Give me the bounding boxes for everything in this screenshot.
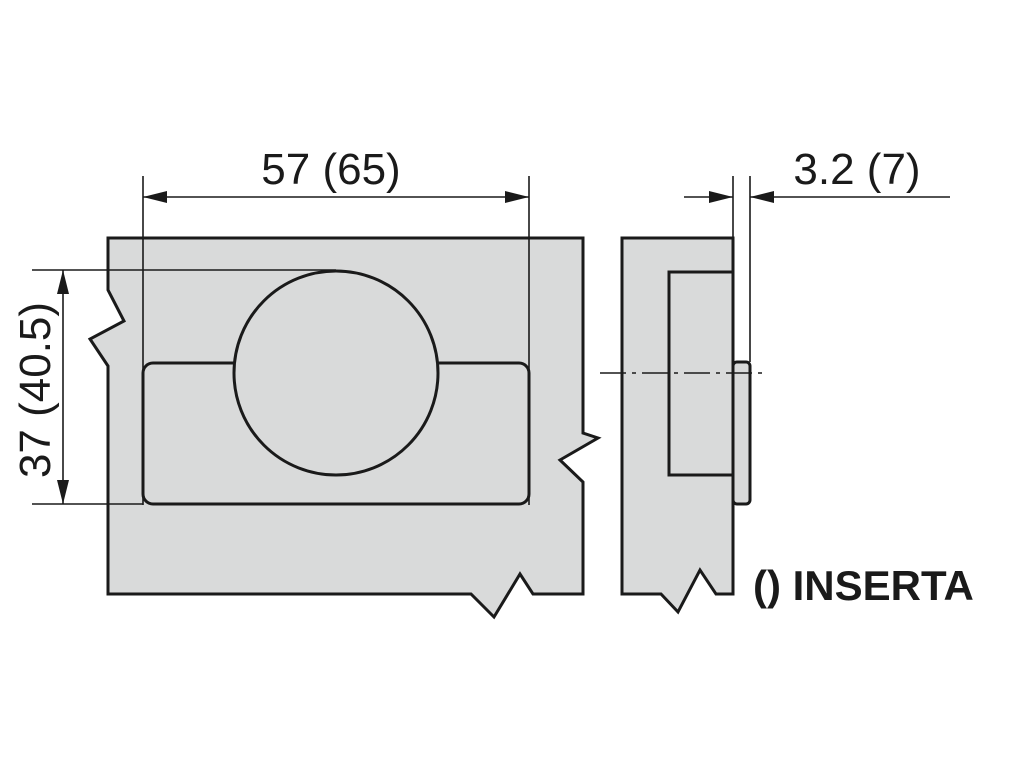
width-arrow-left: [143, 191, 167, 203]
cup-flange: [731, 360, 752, 506]
offset-dimension-label: 3.2 (7): [793, 145, 920, 194]
width-arrow-right: [505, 191, 529, 203]
front-view: [87, 236, 602, 620]
offset-arrow-right: [750, 191, 774, 203]
depth-dimension-label: 37 (40.5): [11, 302, 60, 478]
width-dimension: 57 (65): [142, 145, 530, 505]
depth-arrow-top: [57, 270, 69, 294]
offset-dimension: 3.2 (7): [684, 145, 950, 362]
depth-dimension: 37 (40.5): [11, 269, 336, 505]
side-view: [600, 236, 762, 615]
offset-arrow-left: [709, 191, 733, 203]
cup-boring-circle: [232, 269, 440, 477]
inserta-note: () INSERTA: [753, 562, 974, 609]
depth-arrow-bottom: [57, 480, 69, 504]
width-dimension-label: 57 (65): [261, 145, 400, 194]
